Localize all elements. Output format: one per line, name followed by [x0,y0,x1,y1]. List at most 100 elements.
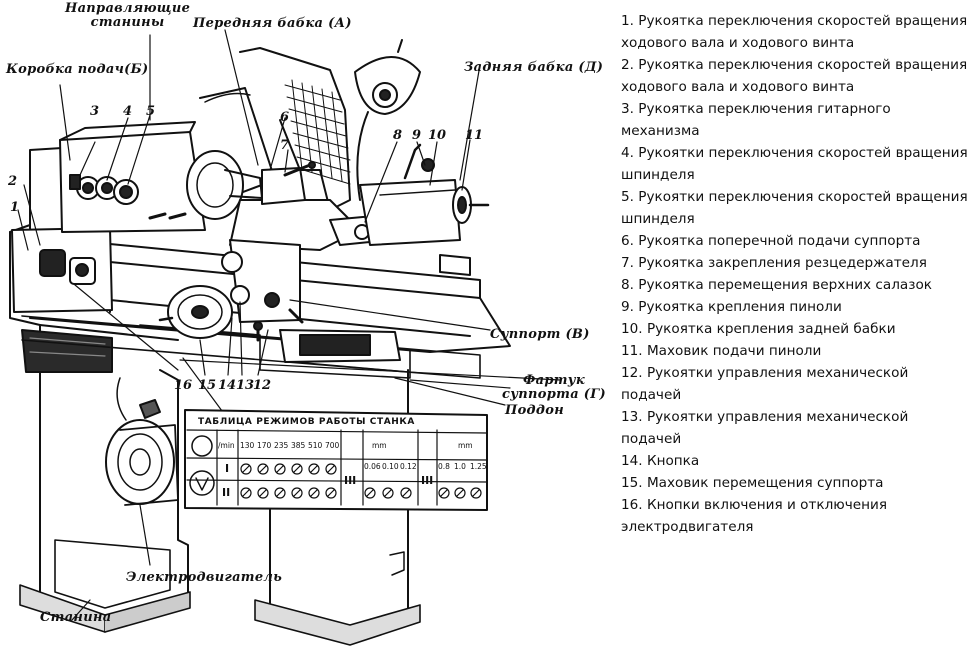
speed-value-6: 700 [325,441,340,450]
knob-thread-3-mark [472,489,480,497]
knob-speed-row2-5 [308,487,320,499]
callout-5: 5 [146,104,156,119]
callout-10: 10 [428,128,447,143]
callout-15: 15 [198,378,217,393]
mode-table-unit-feed: mm [372,441,387,450]
knob-speed-row2-5-mark [310,489,318,497]
knob-speed-row2-2 [257,487,269,499]
callout-9: 9 [412,128,422,143]
thread-value-1: 0.8 [438,462,450,471]
mode-table-roman-3a: III [344,474,357,487]
callout-13: 13 [236,378,255,393]
knob-speed-row2-4 [291,487,303,499]
knob-speed-row2-3-mark [276,489,284,497]
legend-item-4: 4. Рукоятки переключения скоростей враще… [621,145,968,183]
speed-value-5: 510 [308,441,323,450]
knob-speed-row2-6 [325,487,337,499]
headstock [59,121,206,233]
knob-speed-row2-4-mark [293,489,301,497]
feed-value-1: 0.06 [364,462,381,471]
speed-value-2: 170 [257,441,272,450]
callout-12: 12 [253,378,272,393]
feed-value-3: 0.12 [400,462,417,471]
label-bed: Станина [40,610,112,625]
mode-table-roman-1: I [225,462,230,475]
mode-table-unit-thread: mm [458,441,473,450]
tailstock [359,143,490,276]
knob-feed-3-mark [402,489,410,497]
knob-feed-3 [400,487,412,499]
electrical-box [21,329,113,373]
legend-item-5: 5. Рукоятки переключения скоростей враще… [621,189,968,227]
leader-lines [17,29,511,621]
legend-item-1: 1. Рукоятка переключения скоростей враще… [621,13,968,51]
label-apron: Фартук суппорта (Г) [502,373,606,402]
knob-thread-1-mark [440,489,448,497]
label-headstock: Передняя бабка (А) [193,16,352,31]
callout-3: 3 [90,104,100,119]
legend-item-12: 12. Рукоятки управления механической под… [621,365,909,403]
label-carriage: Суппорт (В) [490,327,590,342]
knob-speed-row1-4-mark [293,465,301,473]
legend-item-6: 6. Рукоятка поперечной подачи суппорта [621,233,921,249]
bed-right-pedestal [254,369,421,646]
knob-speed-row1-5 [308,463,320,475]
knob-speed-row2-3 [274,487,286,499]
legend-item-16: 16. Кнопки включения и отключения электр… [621,497,888,535]
knob-speed-row2-1 [240,487,252,499]
label-tray: Поддон [505,403,564,418]
legend-item-2: 2. Рукоятка переключения скоростей враще… [621,57,968,95]
carriage-handwheel [158,285,233,339]
bed-left-pedestal [9,224,191,633]
legend-item-14: 14. Кнопка [621,453,700,469]
callout-2: 2 [8,174,18,189]
knob-speed-row2-6-mark [327,489,335,497]
callout-1: 1 [10,200,20,215]
legend-item-15: 15. Маховик перемещения суппорта [621,475,884,491]
mode-table-panel [184,409,488,511]
chuck-and-guard [186,47,351,220]
knob-speed-row2-2-mark [259,489,267,497]
callout-16: 16 [174,378,193,393]
knob-feed-1-mark [366,489,374,497]
speed-value-4: 385 [291,441,306,450]
guard-grid [284,79,351,185]
mode-table-title: ТАБЛИЦА РЕЖИМОВ РАБОТЫ СТАНКА [198,417,415,427]
knob-thread-3 [470,487,482,499]
callout-7: 7 [280,138,290,153]
knob-speed-row1-6-mark [327,465,335,473]
callout-8: 8 [393,128,403,143]
label-motor: Электродвигатель [126,570,283,585]
electric-motor [105,377,179,506]
legend-item-3: 3. Рукоятка переключения гитарного механ… [621,101,891,139]
thread-value-3: 1.25 [470,462,487,471]
speed-value-3: 235 [274,441,289,450]
callout-6: 6 [280,110,290,125]
knob-speed-row1-3 [274,463,286,475]
work-lamp [354,39,421,201]
knob-thread-2 [454,487,466,499]
knob-speed-row1-6 [325,463,337,475]
knob-feed-2-mark [384,489,392,497]
parts-legend: 1. Рукоятка переключения скоростей враще… [621,10,971,538]
knob-thread-1 [438,487,450,499]
callout-11: 11 [465,128,484,143]
legend-item-7: 7. Рукоятка закрепления резцедержателя [621,255,927,271]
legend-item-10: 10. Рукоятка крепления задней бабки [621,321,896,337]
mode-table-roman-3b: III [421,474,434,487]
callout-14: 14 [218,378,237,393]
knob-speed-row1-4 [291,463,303,475]
knob-speed-row1-1-mark [242,465,250,473]
feed-value-2: 0.10 [382,462,399,471]
knob-speed-row1-1 [240,463,252,475]
speed-value-1: 130 [240,441,255,450]
knob-speed-row1-3-mark [276,465,284,473]
mode-table-roman-2: II [222,486,231,499]
apron [279,329,401,363]
legend-item-13: 13. Рукоятки управления механической под… [621,409,909,447]
knob-speed-row1-2-mark [259,465,267,473]
lathe-drawing [9,29,561,646]
knob-speed-row2-1-mark [242,489,250,497]
knob-speed-row1-5-mark [310,465,318,473]
